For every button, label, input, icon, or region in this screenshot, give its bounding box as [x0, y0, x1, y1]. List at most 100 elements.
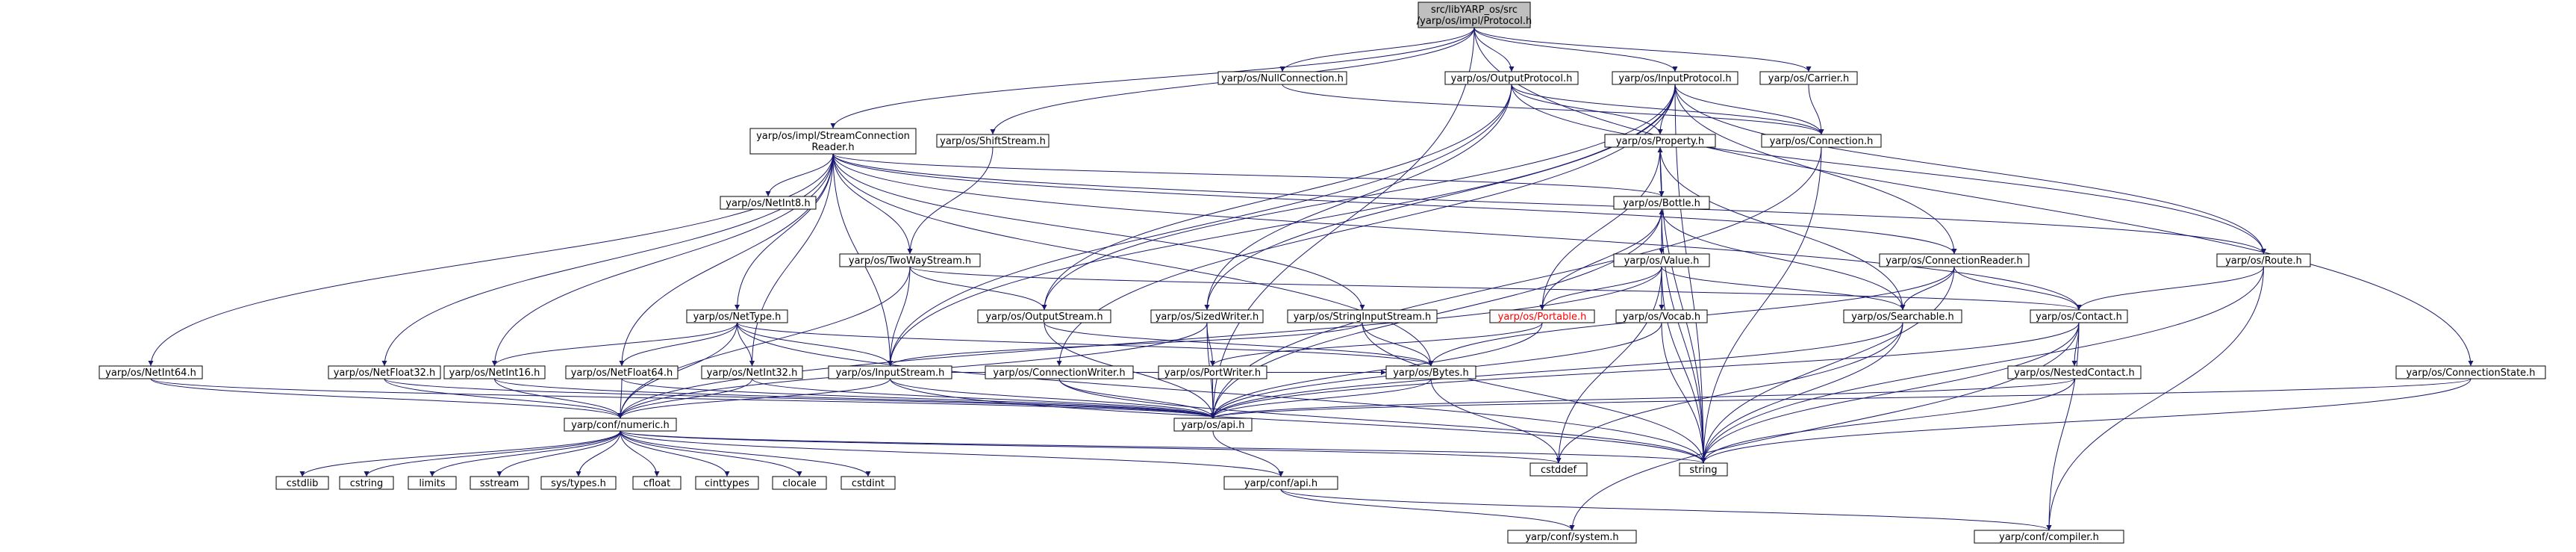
node-connectionreader[interactable]: yarp/os/ConnectionReader.h [1879, 253, 2030, 267]
node-box-netfloat64[interactable] [565, 365, 679, 379]
node-box-value[interactable] [1613, 253, 1710, 267]
node-box-searchable[interactable] [1843, 309, 1962, 323]
node-searchable[interactable]: yarp/os/Searchable.h [1843, 309, 1962, 323]
node-box-netint64[interactable] [99, 365, 203, 379]
node-box-cinttypes[interactable] [695, 476, 759, 490]
node-box-connectionstate[interactable] [2395, 365, 2546, 379]
node-box-nestedcontact[interactable] [2007, 365, 2142, 379]
node-box-nettype[interactable] [686, 309, 788, 323]
node-portwriter[interactable]: yarp/os/PortWriter.h [1158, 365, 1267, 379]
node-cstdlib[interactable]: cstdlib [275, 476, 329, 490]
node-box-inputprotocol[interactable] [1612, 71, 1738, 85]
node-systypes[interactable]: sys/types.h [540, 476, 617, 490]
node-carrier[interactable]: yarp/os/Carrier.h [1759, 71, 1858, 85]
node-box-netint8[interactable] [720, 196, 817, 210]
node-box-inputstream[interactable] [828, 365, 952, 379]
node-box-confapi[interactable] [1223, 476, 1338, 490]
node-box-systypes[interactable] [540, 476, 617, 490]
node-box-cstdint[interactable] [841, 476, 896, 490]
node-sstream[interactable]: sstream [470, 476, 529, 490]
node-box-twowaystream[interactable] [839, 253, 981, 267]
node-nullconnection[interactable]: yarp/os/NullConnection.h [1217, 71, 1347, 85]
node-box-connection[interactable] [1761, 134, 1882, 148]
node-vocab[interactable]: yarp/os/Vocab.h [1615, 309, 1708, 323]
node-netint32[interactable]: yarp/os/NetInt32.h [701, 365, 803, 379]
node-numeric[interactable]: yarp/conf/numeric.h [564, 418, 677, 432]
node-box-netfloat32[interactable] [328, 365, 441, 379]
node-value[interactable]: yarp/os/Value.h [1613, 253, 1710, 267]
node-property[interactable]: yarp/os/Property.h [1604, 134, 1716, 148]
node-box-protocol[interactable] [1418, 1, 1531, 28]
node-box-outputprotocol[interactable] [1444, 71, 1579, 85]
node-box-netint16[interactable] [443, 365, 546, 379]
node-box-cfloat[interactable] [632, 476, 682, 490]
node-box-contact[interactable] [2030, 309, 2128, 323]
node-inputprotocol[interactable]: yarp/os/InputProtocol.h [1612, 71, 1738, 85]
node-netfloat32[interactable]: yarp/os/NetFloat32.h [328, 365, 441, 379]
node-box-carrier[interactable] [1759, 71, 1858, 85]
node-outputprotocol[interactable]: yarp/os/OutputProtocol.h [1444, 71, 1579, 85]
node-box-bottle[interactable] [1613, 196, 1710, 210]
node-limits[interactable]: limits [408, 476, 457, 490]
node-box-property[interactable] [1604, 134, 1716, 148]
node-box-cstdlib[interactable] [275, 476, 329, 490]
node-box-clocale[interactable] [772, 476, 827, 490]
node-box-sstream[interactable] [470, 476, 529, 490]
node-outputstream[interactable]: yarp/os/OutputStream.h [977, 309, 1111, 323]
node-box-connectionreader[interactable] [1879, 253, 2030, 267]
node-nettype[interactable]: yarp/os/NetType.h [686, 309, 788, 323]
node-route[interactable]: yarp/os/Route.h [2216, 253, 2311, 267]
node-cstddef[interactable]: cstddef [1529, 462, 1588, 477]
node-box-outputstream[interactable] [977, 309, 1111, 323]
node-clocale[interactable]: clocale [772, 476, 827, 490]
node-confsystem[interactable]: yarp/conf/system.h [1507, 530, 1637, 544]
node-netint64[interactable]: yarp/os/NetInt64.h [99, 365, 203, 379]
node-box-cstring[interactable] [339, 476, 394, 490]
node-connectionwriter[interactable]: yarp/os/ConnectionWriter.h [985, 365, 1134, 379]
node-box-portable[interactable] [1489, 309, 1595, 323]
node-portable[interactable]: yarp/os/Portable.h [1489, 309, 1595, 323]
node-box-portwriter[interactable] [1158, 365, 1267, 379]
node-nestedcontact[interactable]: yarp/os/NestedContact.h [2007, 365, 2142, 379]
node-box-shiftstream[interactable] [936, 134, 1050, 148]
node-box-string[interactable] [1679, 462, 1728, 477]
node-box-stringinputstream[interactable] [1287, 309, 1438, 323]
node-box-connectionwriter[interactable] [985, 365, 1134, 379]
node-connection[interactable]: yarp/os/Connection.h [1761, 134, 1882, 148]
node-inputstream[interactable]: yarp/os/InputStream.h [828, 365, 952, 379]
node-box-bytes[interactable] [1385, 365, 1476, 379]
node-sizedwriter[interactable]: yarp/os/SizedWriter.h [1150, 309, 1264, 323]
node-bytes[interactable]: yarp/os/Bytes.h [1385, 365, 1476, 379]
node-netfloat64[interactable]: yarp/os/NetFloat64.h [565, 365, 679, 379]
node-box-confsystem[interactable] [1507, 530, 1637, 544]
node-netint8[interactable]: yarp/os/NetInt8.h [720, 196, 817, 210]
node-box-route[interactable] [2216, 253, 2311, 267]
node-netint16[interactable]: yarp/os/NetInt16.h [443, 365, 546, 379]
node-api[interactable]: yarp/os/api.h [1173, 418, 1253, 432]
node-confapi[interactable]: yarp/conf/api.h [1223, 476, 1338, 490]
node-twowaystream[interactable]: yarp/os/TwoWayStream.h [839, 253, 981, 267]
node-box-sizedwriter[interactable] [1150, 309, 1264, 323]
node-shiftstream[interactable]: yarp/os/ShiftStream.h [936, 134, 1050, 148]
node-string[interactable]: string [1679, 462, 1728, 477]
node-box-cstddef[interactable] [1529, 462, 1588, 477]
node-box-api[interactable] [1173, 418, 1253, 432]
node-confcompiler[interactable]: yarp/conf/compiler.h [1974, 530, 2124, 544]
node-box-netint32[interactable] [701, 365, 803, 379]
node-cstdint[interactable]: cstdint [841, 476, 896, 490]
node-contact[interactable]: yarp/os/Contact.h [2030, 309, 2128, 323]
node-connectionstate[interactable]: yarp/os/ConnectionState.h [2395, 365, 2546, 379]
node-box-limits[interactable] [408, 476, 457, 490]
node-bottle[interactable]: yarp/os/Bottle.h [1613, 196, 1710, 210]
node-box-nullconnection[interactable] [1217, 71, 1347, 85]
node-cfloat[interactable]: cfloat [632, 476, 682, 490]
node-box-vocab[interactable] [1615, 309, 1708, 323]
node-stringinputstream[interactable]: yarp/os/StringInputStream.h [1287, 309, 1438, 323]
node-protocol[interactable]: src/libYARP_os/src/yarp/os/impl/Protocol… [1417, 1, 1532, 28]
node-box-streamconnectionreader[interactable] [749, 128, 917, 155]
node-cstring[interactable]: cstring [339, 476, 394, 490]
node-box-confcompiler[interactable] [1974, 530, 2124, 544]
node-box-numeric[interactable] [564, 418, 677, 432]
node-cinttypes[interactable]: cinttypes [695, 476, 759, 490]
